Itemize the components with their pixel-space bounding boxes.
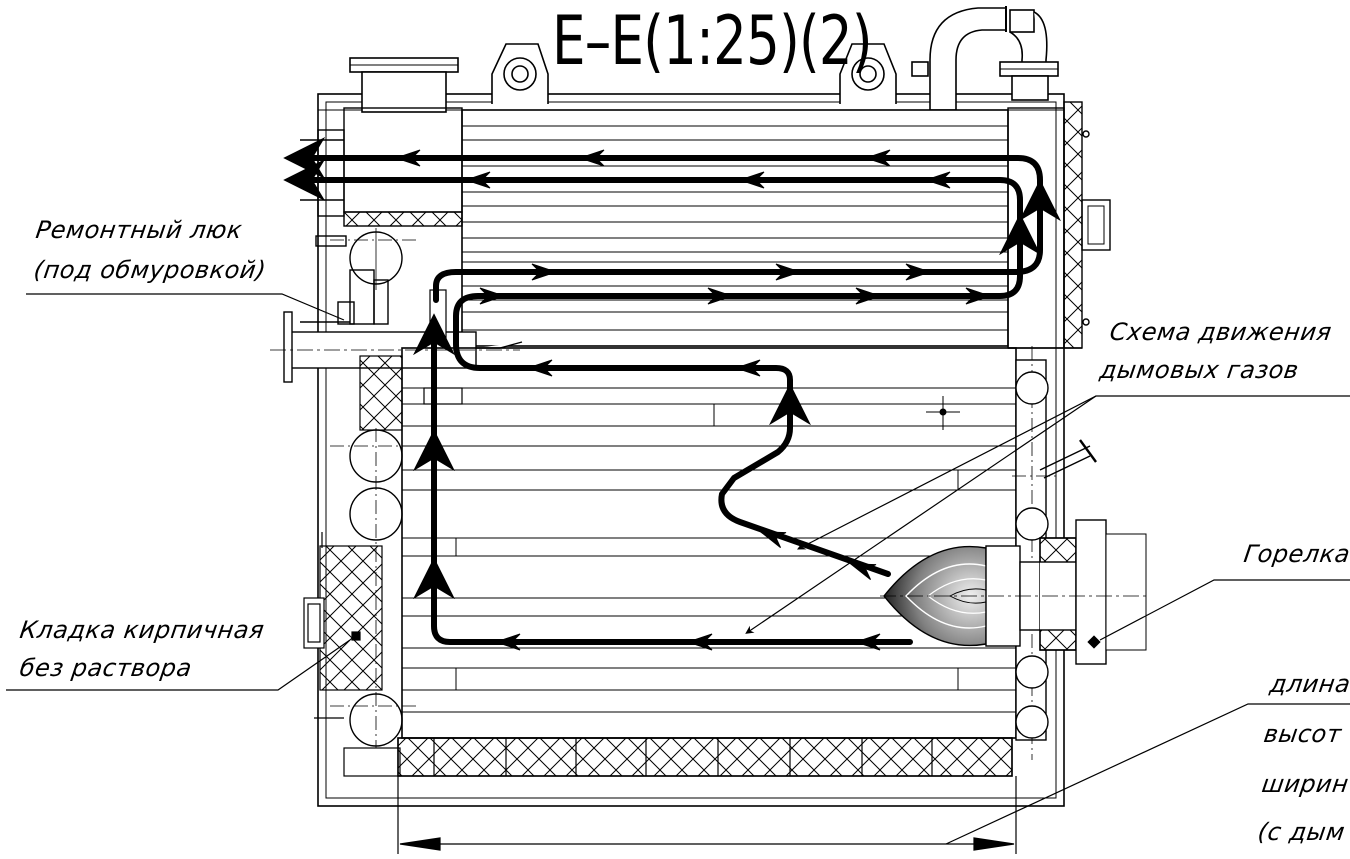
flow-direction-arrows bbox=[394, 149, 992, 651]
brickwork-label-line1: Кладка кирпичная bbox=[18, 616, 267, 644]
convective-tube-bundle bbox=[461, 109, 1009, 347]
brickwork-label-line2: без раствора bbox=[18, 654, 194, 682]
dimension-width-label: ширин bbox=[1260, 770, 1350, 798]
repair-hatch-label-line2: (под обмуровкой) bbox=[32, 256, 268, 284]
dimension-height-label: высот bbox=[1262, 720, 1344, 748]
furnace-floor bbox=[397, 737, 1013, 777]
rear-turning-chamber bbox=[1007, 101, 1111, 349]
left-brickwork bbox=[303, 355, 403, 777]
repair-hatch bbox=[300, 235, 389, 325]
furnace-tubes bbox=[401, 289, 1017, 739]
flue-scheme-label-line1: Схема движения bbox=[1108, 318, 1334, 346]
right-collectors bbox=[1015, 346, 1097, 760]
dimension-length-label: длина bbox=[1268, 670, 1350, 698]
repair-hatch-label-line1: Ремонтный люк bbox=[34, 216, 245, 244]
flue-scheme-label-line2: дымовых газов bbox=[1098, 356, 1301, 384]
leader-lines bbox=[6, 293, 1350, 845]
burner-assembly bbox=[880, 519, 1150, 665]
centre-lines bbox=[330, 239, 1060, 707]
burner-label: Горелка bbox=[1242, 540, 1350, 568]
top-fittings bbox=[349, 6, 1059, 113]
section-title: E–E(1:25)(2) bbox=[552, 2, 873, 81]
length-dimension bbox=[397, 776, 1017, 854]
front-smoke-box bbox=[300, 107, 463, 227]
dimension-note-label: (с дым bbox=[1256, 818, 1347, 846]
flue-gas-flow bbox=[283, 137, 1061, 645]
left-collectors bbox=[349, 228, 403, 748]
